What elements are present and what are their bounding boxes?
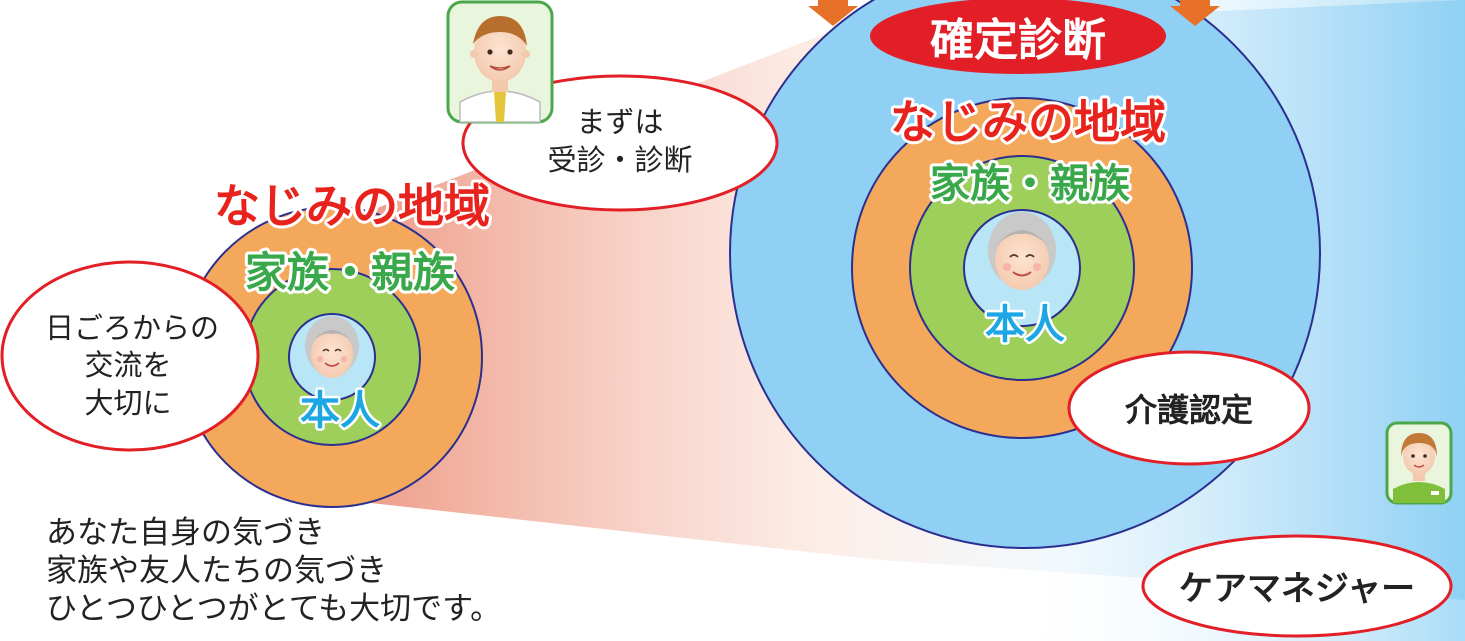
down-arrow-icon (808, 0, 858, 26)
diagnosis-badge-label: 確定診断 (930, 15, 1106, 66)
caption-line-3: ひとつひとつがとても大切です。 (46, 591, 502, 627)
early-circle-group: なじみの地域 家族・親族 本人 (181, 176, 493, 508)
early-self-label: 本人 (300, 388, 380, 434)
care-manager-icon (1385, 421, 1453, 505)
exchange-line-2: 交流を (84, 348, 171, 382)
care-certification-label: 介護認定 (1124, 391, 1253, 429)
diagnosed-family-label: 家族・親族 (930, 161, 1130, 207)
caption-line-1: あなた自身の気づき (46, 515, 325, 551)
exchange-line-1: 日ごろからの (45, 311, 219, 345)
diagnosed-self-label: 本人 (985, 302, 1065, 348)
care-manager-bubble: ケアマネジャー (1141, 534, 1453, 638)
exchange-bubble: 日ごろからの 交流を 大切に (0, 260, 260, 452)
early-region-label: なじみの地域 (214, 179, 490, 233)
early-family-label: 家族・親族 (245, 248, 455, 297)
exchange-line-3: 大切に (84, 386, 171, 420)
doctor-icon (446, 0, 554, 124)
elderly-person-icon (988, 212, 1056, 290)
down-arrow-icon (1170, 0, 1220, 26)
consultation-line-2: 受診・診断 (547, 143, 692, 177)
diagnosis-badge (870, 0, 1166, 74)
elderly-person-icon (305, 316, 359, 378)
caption: あなた自身の気づき 家族や友人たちの気づき ひとつひとつがとても大切です。 (46, 514, 501, 628)
care-manager-label: ケアマネジャー (1179, 569, 1415, 609)
caption-line-2: 家族や友人たちの気づき (46, 553, 387, 589)
diagnosed-region-label: なじみの地域 (890, 95, 1166, 149)
consultation-line-1: まずは (576, 105, 663, 139)
care-certification-bubble: 介護認定 (1067, 350, 1311, 466)
